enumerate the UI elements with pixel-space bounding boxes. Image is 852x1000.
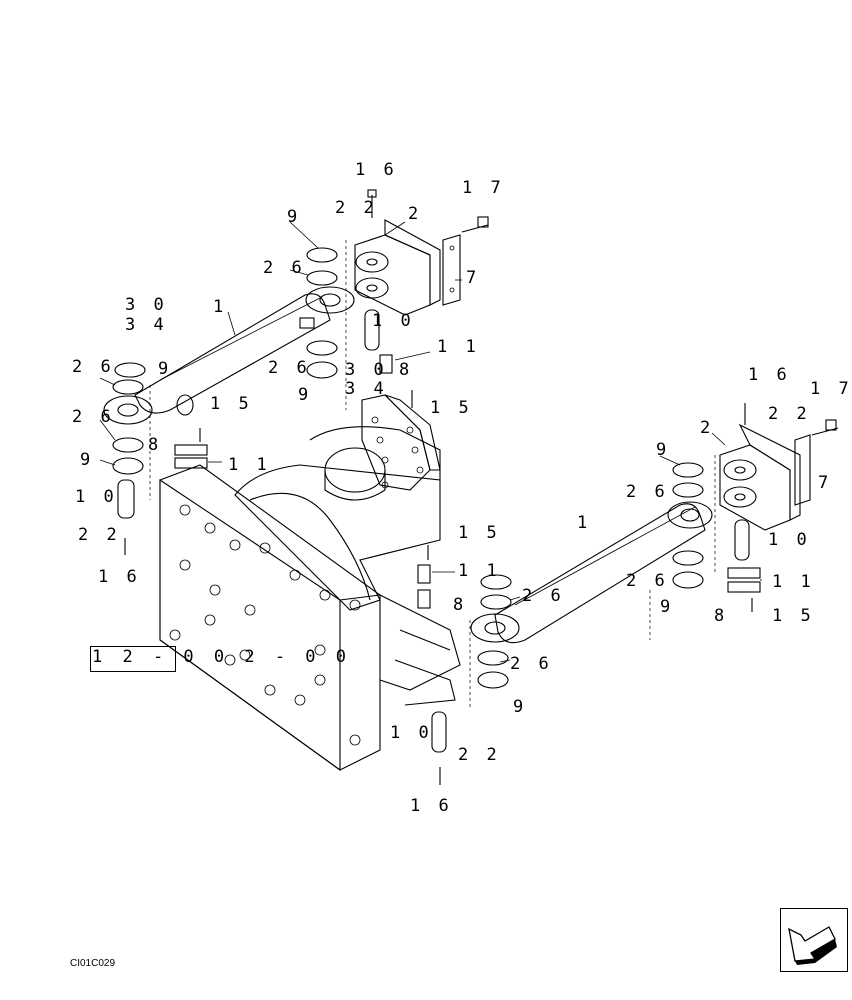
callout-9: 9 (298, 385, 312, 405)
assembly-lines (149, 240, 716, 710)
arrow-icon (788, 926, 837, 965)
callout-26: 2 6 (72, 357, 115, 377)
callout-22: 2 2 (458, 745, 501, 765)
bolts (124, 189, 839, 785)
callout-9: 9 (287, 207, 301, 227)
callout-22: 2 2 (335, 198, 378, 218)
callout-15: 1 5 (210, 394, 253, 414)
callout-34: 3 4 (345, 379, 388, 399)
callout-8: 8 (714, 606, 728, 626)
callout-10: 1 0 (372, 311, 415, 331)
callout-26: 2 6 (626, 482, 669, 502)
callout-9: 9 (656, 440, 670, 460)
callout-15: 1 5 (772, 606, 815, 626)
callout-16: 1 6 (410, 796, 453, 816)
callout-16: 1 6 (748, 365, 791, 385)
callout-8: 8 (399, 360, 413, 380)
callout-11: 1 1 (458, 561, 501, 581)
callout-22: 2 2 (768, 404, 811, 424)
callout-26: 2 6 (263, 258, 306, 278)
reference-number: 1 2 - 0 0 2 - 0 0 (92, 647, 351, 667)
callout-15: 1 5 (430, 398, 473, 418)
callout-17: 1 7 (810, 379, 852, 399)
right-bracket (719, 423, 811, 531)
callout-10: 1 0 (768, 530, 811, 550)
callout-10: 1 0 (390, 723, 433, 743)
left-cylinder (103, 286, 355, 425)
washers (112, 247, 704, 689)
callout-9: 9 (513, 697, 527, 717)
callout-2: 2 (408, 204, 422, 224)
callout-22: 2 2 (78, 525, 121, 545)
callout-11: 1 1 (772, 572, 815, 592)
callout-15: 1 5 (458, 523, 501, 543)
callout-26: 2 6 (626, 571, 669, 591)
callout-labels: 1 6 2 2 2 1 7 9 2 6 7 3 0 3 4 1 9 1 0 2 … (72, 160, 852, 816)
callout-26: 2 6 (522, 586, 565, 606)
right-cylinder (470, 501, 713, 644)
callout-7: 7 (818, 473, 832, 493)
lock-plates (174, 354, 761, 609)
callout-2: 2 (700, 418, 714, 438)
pins (117, 309, 750, 753)
callout-26: 2 6 (510, 654, 553, 674)
mounting-plate (159, 464, 381, 772)
swing-housing (234, 426, 461, 706)
callout-16: 1 6 (355, 160, 398, 180)
callout-11: 1 1 (228, 455, 271, 475)
callout-8: 8 (453, 595, 467, 615)
callout-7: 7 (466, 268, 480, 288)
navigation-arrow-button[interactable] (780, 908, 848, 972)
drawing-code: CI01C029 (70, 958, 116, 969)
top-bracket (354, 219, 461, 316)
upper-swing-bracket (361, 394, 441, 491)
callout-26: 2 6 (268, 358, 311, 378)
leader-lines (99, 221, 762, 663)
callout-17: 1 7 (462, 178, 505, 198)
callout-9: 9 (80, 450, 94, 470)
reference-frame (90, 646, 176, 672)
callout-34: 3 4 (125, 315, 168, 335)
callout-10: 1 0 (75, 487, 118, 507)
callout-8: 8 (148, 435, 162, 455)
callout-30: 3 0 (125, 295, 168, 315)
callout-11: 1 1 (437, 337, 480, 357)
callout-26: 2 6 (72, 407, 115, 427)
callout-1: 1 (577, 513, 591, 533)
callout-30: 3 0 (345, 360, 388, 380)
callout-1: 1 (213, 297, 227, 317)
callout-16: 1 6 (98, 567, 141, 587)
callout-9: 9 (660, 597, 674, 617)
callout-9: 9 (158, 359, 172, 379)
